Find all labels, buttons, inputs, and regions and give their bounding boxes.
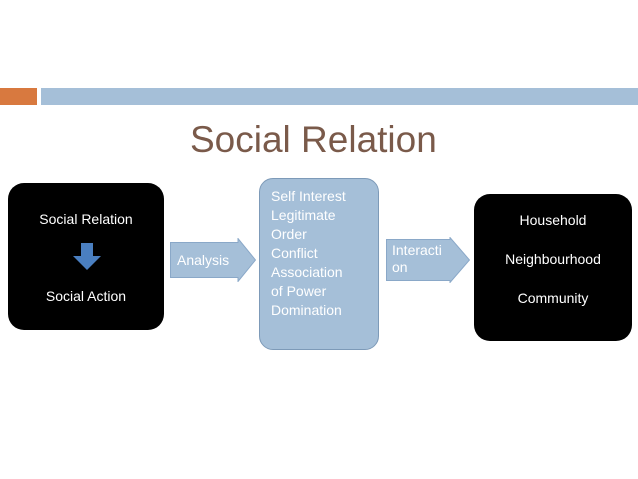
header-accent-blue (41, 88, 638, 105)
social-action-label: Social Action (45, 288, 127, 304)
interaction-label-line1: Interacti (392, 242, 442, 258)
social-relation-label: Social Relation (39, 211, 133, 227)
community-label: Community (517, 290, 589, 306)
concept-line: Domination (271, 302, 342, 318)
header-accent-orange (0, 88, 37, 105)
down-arrow-icon (73, 243, 101, 270)
interaction-label: Interacti on (392, 242, 442, 276)
household-label: Household (519, 212, 587, 228)
concept-line: of Power (271, 283, 327, 299)
interaction-arrow-shape (386, 237, 470, 283)
social-relation-box: Social Relation Social Action (8, 183, 164, 330)
neighbourhood-label: Neighbourhood (505, 251, 601, 267)
concept-line: Self Interest (271, 188, 346, 204)
analysis-label: Analysis (177, 252, 230, 268)
interaction-label-line2: on (392, 259, 408, 275)
center-concepts-box: Self Interest Legitimate Order Conflict … (259, 178, 379, 350)
concept-line: Association (271, 264, 343, 280)
concept-line: Order (271, 226, 307, 242)
analysis-arrow-shape (170, 238, 256, 282)
community-levels-box: Household Neighbourhood Community (474, 194, 632, 341)
concept-line: Legitimate (271, 207, 336, 223)
concept-line: Conflict (271, 245, 318, 261)
slide-title: Social Relation (190, 119, 437, 160)
